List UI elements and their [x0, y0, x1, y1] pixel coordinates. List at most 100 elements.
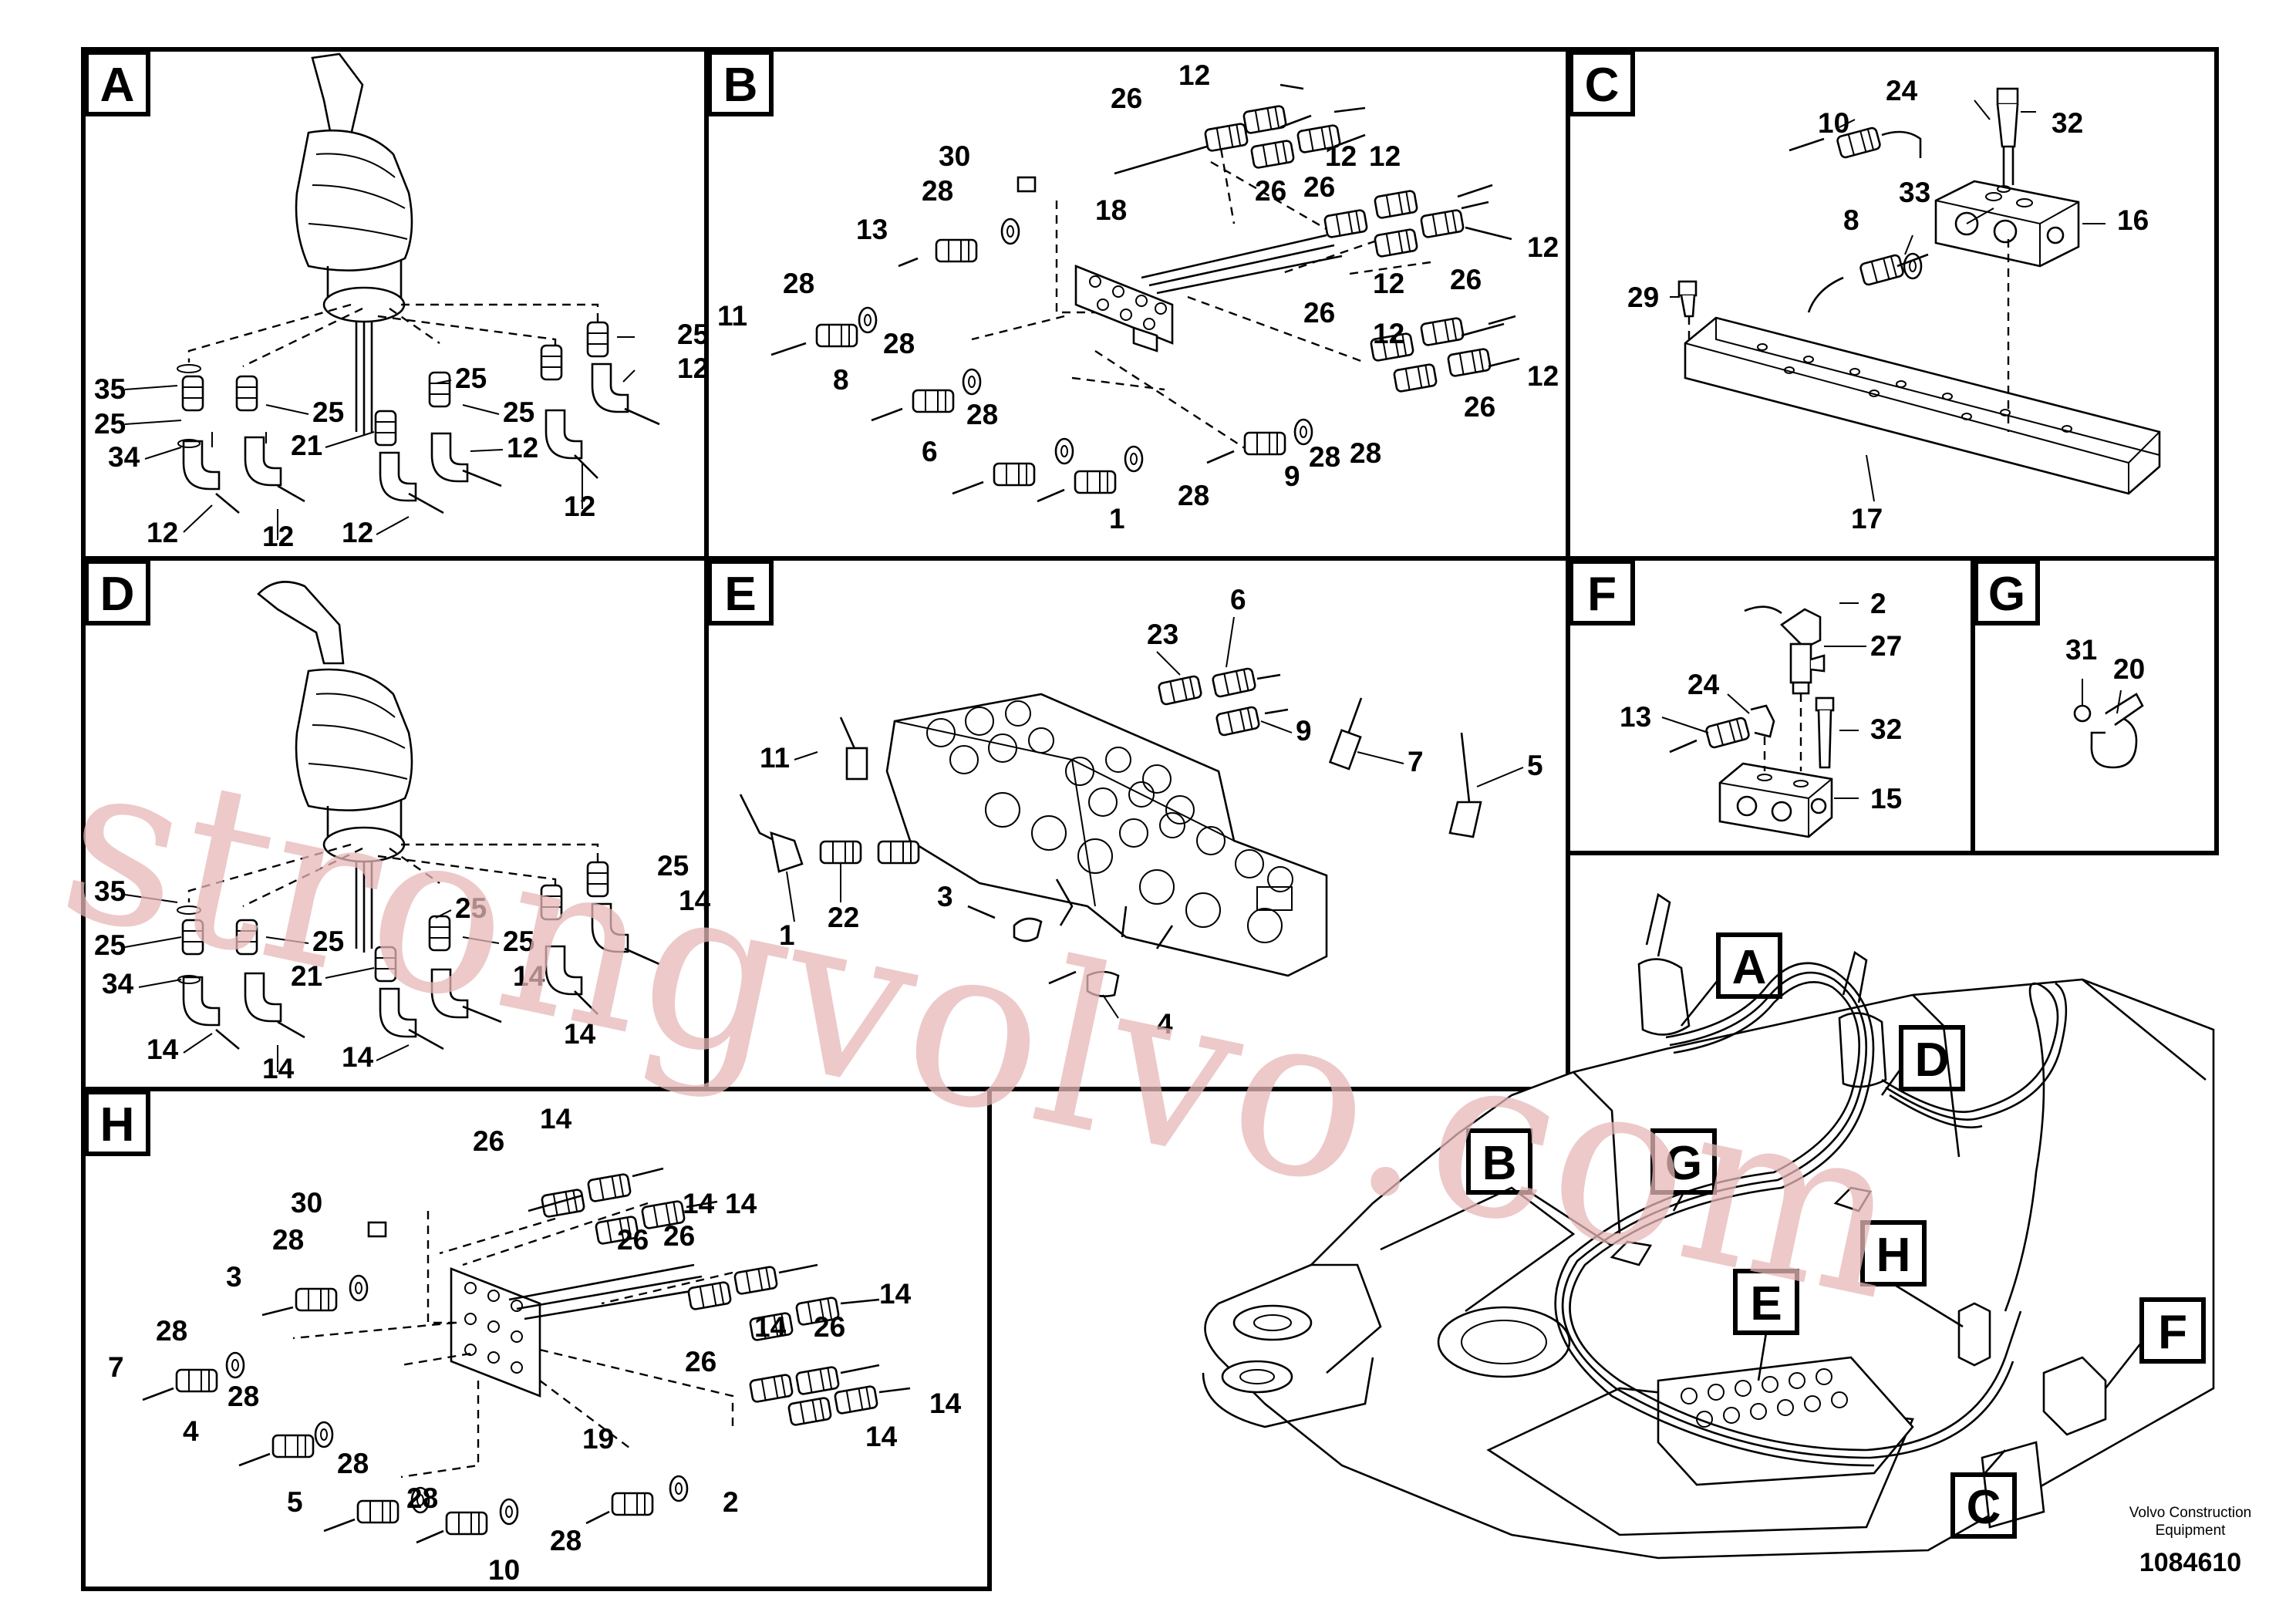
callout: 32: [1870, 713, 1902, 745]
document-number: 1084610: [2139, 1548, 2241, 1577]
callout: 20: [2113, 653, 2145, 685]
panel-e-labels: 6 23 9 11 7 5 22 1 3 4: [760, 584, 1543, 1040]
callout: 24: [1687, 669, 1720, 700]
callout: 28: [883, 328, 915, 359]
panel-c-drawing: [1670, 87, 2161, 502]
callout: 12: [507, 432, 538, 464]
overview-callout-g: G: [1665, 1137, 1702, 1190]
panel-h-labels: 14 26 30 14 14 28 26 26 3 19 14 28 14 26…: [108, 1103, 962, 1586]
callout: 26: [1464, 391, 1495, 423]
callout: 21: [291, 430, 322, 461]
panel-h-frame: [81, 1087, 992, 1591]
callout: 26: [1303, 171, 1335, 203]
callout: 12: [1373, 318, 1404, 349]
callout: 25: [94, 408, 126, 440]
panel-c-labels: 24 32 10 33 16 8 29 17: [1627, 75, 2149, 534]
panel-f-drawing: [1661, 602, 1866, 838]
callout: 22: [828, 902, 859, 933]
callout: 11: [717, 300, 747, 332]
panel-f-labels: 2 27 24 13 32 15: [1620, 588, 1902, 814]
callout: 25: [503, 396, 534, 428]
callout: 14: [865, 1421, 898, 1452]
callout: 35: [94, 875, 126, 907]
panel-h-letter: H: [100, 1098, 135, 1152]
callout: 4: [183, 1415, 199, 1447]
callout: 28: [1350, 437, 1381, 469]
callout: 26: [663, 1220, 695, 1252]
callout: 26: [685, 1346, 716, 1378]
callout: 3: [226, 1261, 242, 1293]
panel-g-frame: [1971, 556, 2219, 855]
callout: 21: [291, 960, 322, 992]
callout: 14: [879, 1278, 912, 1310]
callout: 12: [1178, 59, 1210, 91]
callout: 6: [922, 436, 938, 467]
callout: 14: [679, 885, 711, 916]
callout: 28: [1309, 441, 1340, 473]
overview-callout-c: C: [1967, 1481, 2001, 1534]
callout: 12: [1369, 140, 1401, 172]
callout: 29: [1627, 282, 1659, 313]
callout: 28: [922, 175, 953, 207]
callout: 12: [147, 517, 178, 548]
panel-b-letter: B: [723, 59, 758, 112]
callout: 7: [1408, 746, 1424, 777]
panel-letter-boxes: A B C D E F G H: [84, 50, 2040, 1156]
callout: 12: [342, 517, 373, 548]
company-name: Volvo Construction: [2129, 1505, 2251, 1521]
callout: 30: [939, 140, 970, 172]
panel-e-drawing: [739, 666, 1482, 997]
callout: 14: [513, 960, 545, 992]
panel-d-letter: D: [100, 568, 135, 621]
callout: 23: [1147, 619, 1178, 650]
callout: 26: [1450, 264, 1482, 295]
callout: 35: [94, 373, 126, 405]
callout: 25: [312, 926, 344, 957]
overview-machine: [1202, 892, 2215, 1560]
callout: 8: [1843, 204, 1859, 236]
panel-d-drawing: [177, 581, 660, 1050]
callout: 18: [1095, 194, 1127, 226]
callout: 15: [1870, 783, 1902, 814]
callout: 16: [2117, 204, 2149, 236]
callout: 2: [723, 1486, 739, 1518]
callout: 14: [540, 1103, 572, 1135]
callout: 26: [814, 1311, 845, 1343]
callout: 17: [1851, 503, 1883, 534]
callout: 27: [1870, 630, 1902, 662]
callout: 28: [228, 1381, 259, 1412]
panel-g-letter: G: [1988, 568, 2025, 621]
panel-a-letter: A: [100, 59, 135, 112]
callout: 1: [1109, 503, 1125, 534]
overview-callout-d: D: [1915, 1034, 1950, 1087]
overview-callout-b: B: [1482, 1137, 1517, 1190]
callout: 28: [1178, 480, 1209, 511]
footer: Volvo Construction Equipment 1084610: [2129, 1505, 2251, 1577]
callout: 34: [108, 441, 140, 473]
callout: 12: [1527, 231, 1559, 263]
overview-callout-f: F: [2158, 1306, 2187, 1359]
panel-e-letter: E: [724, 568, 756, 621]
callout: 25: [455, 892, 487, 924]
callout: 28: [156, 1315, 187, 1347]
callout: 26: [617, 1224, 649, 1256]
callout: 8: [833, 364, 849, 396]
panel-h-drawing: [142, 1167, 911, 1544]
overview-callout-h: H: [1876, 1229, 1911, 1282]
callout: 26: [1255, 175, 1286, 207]
callout: 26: [1303, 297, 1335, 329]
callout: 26: [473, 1125, 504, 1157]
callout: 13: [1620, 701, 1651, 733]
callout: 4: [1157, 1008, 1173, 1040]
callout: 26: [1111, 83, 1142, 114]
callout: 12: [1325, 140, 1357, 172]
callout: 1: [779, 919, 795, 951]
panel-f-letter: F: [1587, 568, 1617, 621]
callout: 28: [783, 268, 814, 299]
callout: 12: [1527, 360, 1559, 392]
callout: 34: [102, 968, 134, 1000]
callout: 25: [657, 850, 689, 882]
callout: 28: [550, 1525, 582, 1556]
callout: 12: [564, 491, 595, 522]
